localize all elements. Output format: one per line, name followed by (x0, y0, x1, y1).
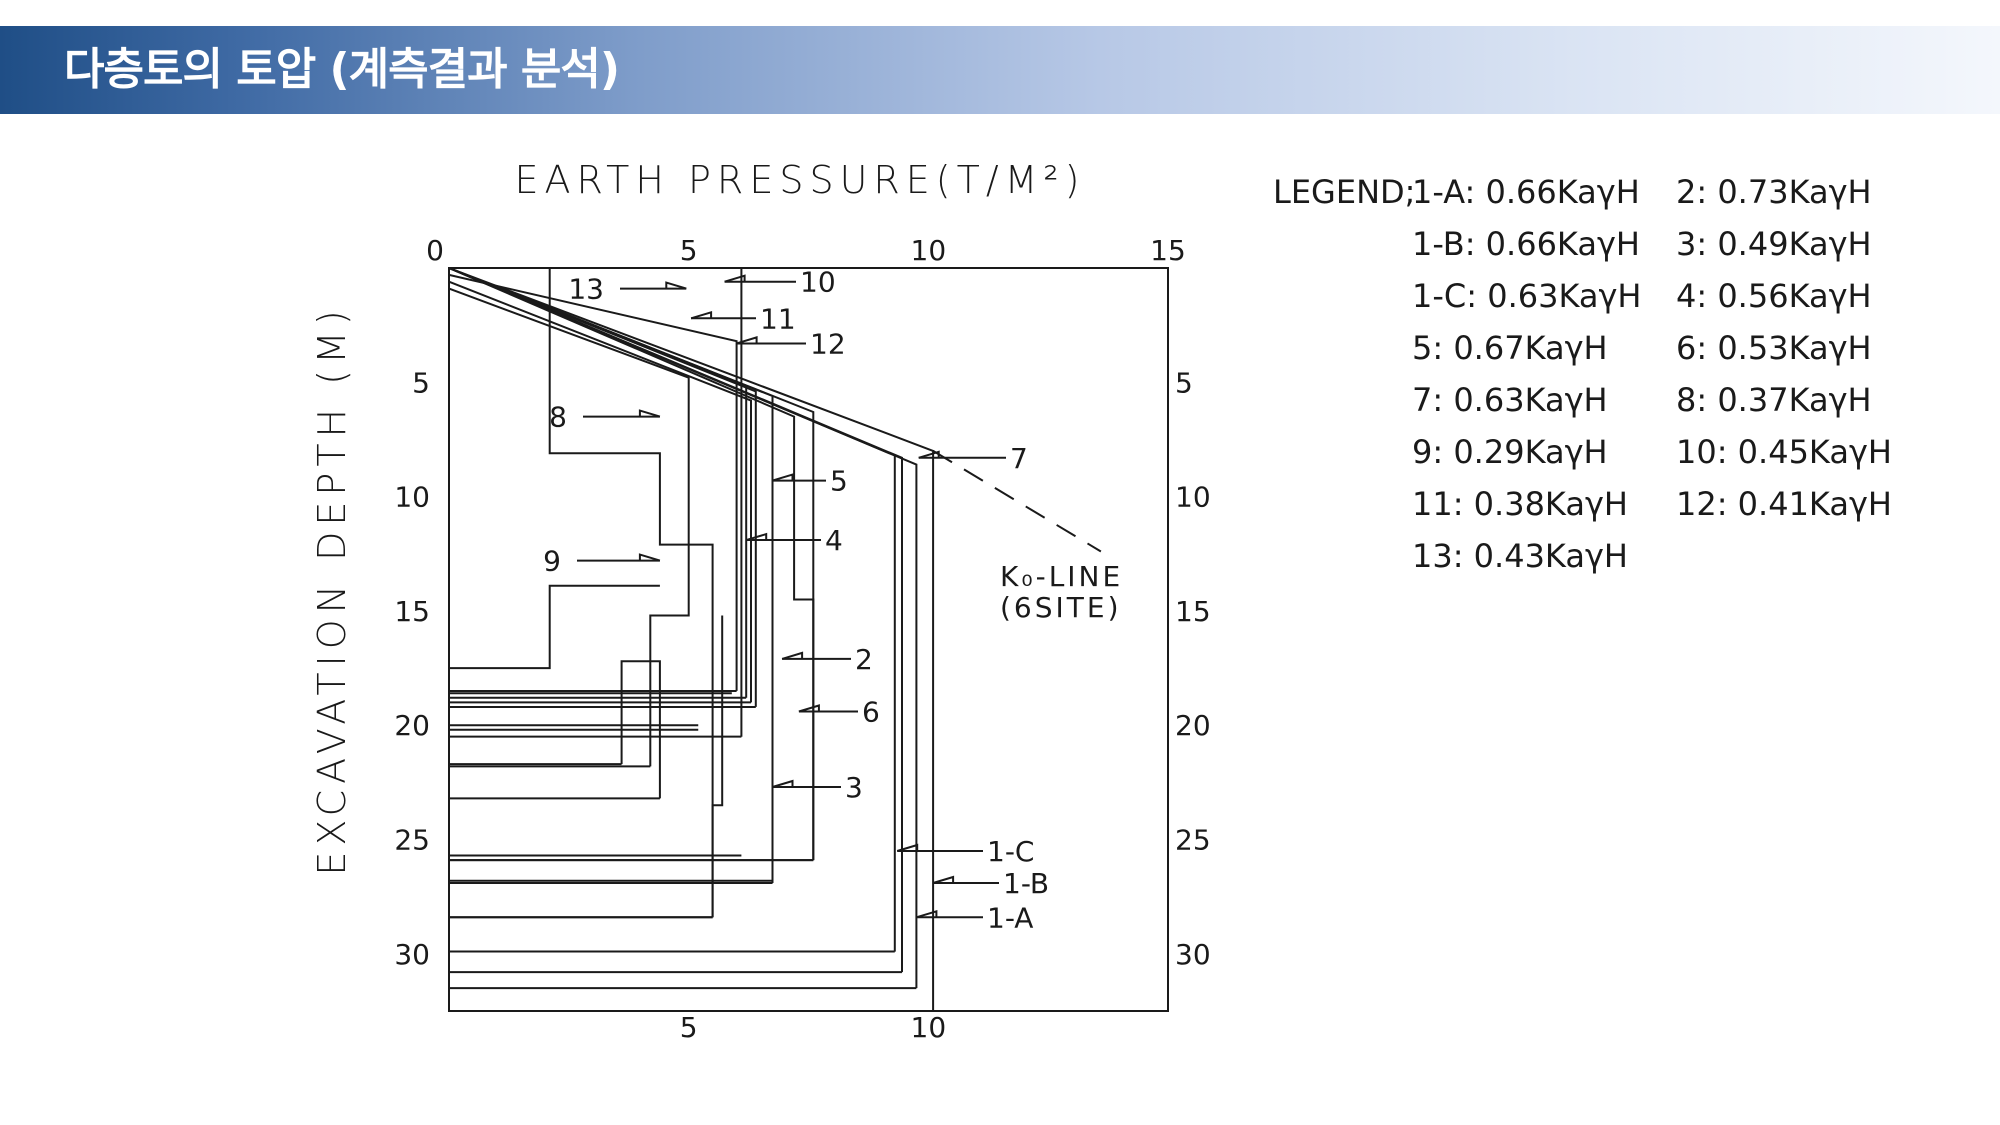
series-line-7 (448, 267, 935, 1011)
series-line-3 (448, 267, 774, 883)
leader-label-3: 3 (845, 771, 863, 804)
y-tick-label-left: 20 (394, 709, 430, 742)
series-line-2 (448, 267, 815, 861)
series-line-1-C (448, 267, 896, 952)
legend-item-7: 7: 0.63KaγH (1412, 381, 1608, 419)
legend-item-10: 10: 0.45KaγH (1676, 433, 1892, 471)
leader-arrow-3 (772, 779, 794, 788)
k0-line (932, 450, 1102, 553)
chart-title: EARTH PRESSURE(T/M²) (515, 158, 1086, 202)
legend-item-1-C: 1-C: 0.63KaγH (1412, 277, 1641, 315)
plot-frame (448, 267, 1169, 1012)
leader-arrow-13 (665, 281, 687, 290)
y-tick-label-left: 25 (394, 824, 430, 857)
leader-label-2: 2 (855, 643, 873, 676)
leader-label-7: 7 (1010, 442, 1028, 475)
leader-label-1-B: 1-B (1003, 867, 1049, 900)
leader-label-10: 10 (800, 266, 836, 299)
bottom-tick-label: 10 (911, 1011, 947, 1044)
legend-item-2: 2: 0.73KaγH (1676, 173, 1872, 211)
y-tick-label-left: 30 (394, 938, 430, 971)
leader-arrow-9 (638, 553, 661, 562)
leader-arrow-1-B (932, 875, 955, 884)
title-bar: 다층토의 토압 (계측결과 분석) (0, 26, 2000, 114)
series-line-13 (448, 287, 690, 767)
y-tick-label-right: 5 (1175, 366, 1193, 399)
legend-item-8: 8: 0.37KaγH (1676, 381, 1872, 419)
legend-item-1-A: 1-A: 0.66KaγH (1412, 173, 1640, 211)
bottom-tick-label: 5 (680, 1011, 698, 1044)
leader-arrow-4 (745, 532, 768, 542)
y-tick-label-right: 10 (1175, 481, 1211, 514)
y-tick-label-left: 5 (412, 366, 430, 399)
leader-label-4: 4 (825, 524, 843, 557)
leader-arrow-8 (638, 409, 661, 418)
leader-label-6: 6 (862, 696, 880, 729)
series-line-10 (449, 267, 743, 737)
leader-label-13: 13 (568, 273, 604, 306)
legend-item-5: 5: 0.67KaγH (1412, 329, 1608, 367)
y-tick-label-right: 30 (1175, 938, 1211, 971)
leader-label-1-C: 1-C (987, 835, 1034, 868)
legend-item-12: 12: 0.41KaγH (1676, 485, 1892, 523)
top-tick-label: 10 (911, 234, 947, 267)
leader-arrow-1-A (916, 909, 938, 919)
top-tick-label: 0 (426, 234, 444, 267)
y-axis-label: EXCAVATION DEPTH (M) (310, 304, 354, 875)
legend-header: LEGEND; (1273, 173, 1415, 211)
leader-label-8: 8 (549, 401, 567, 434)
legend-item-3: 3: 0.49KaγH (1676, 225, 1872, 263)
legend-item-9: 9: 0.29KaγH (1412, 433, 1608, 471)
leader-arrow-5 (772, 473, 794, 482)
series-line-9 (449, 584, 660, 670)
leader-arrow-10 (724, 274, 746, 283)
k0-label-site: (6SITE) (1000, 591, 1122, 624)
series-step-extra (620, 660, 661, 799)
leader-arrow-6 (798, 704, 820, 713)
y-tick-label-left: 15 (394, 595, 430, 628)
leader-label-11: 11 (760, 302, 796, 335)
y-tick-label-right: 20 (1175, 709, 1211, 742)
leader-arrow-7 (918, 450, 940, 459)
legend-item-1-B: 1-B: 0.66KaγH (1412, 225, 1640, 263)
leader-arrow-12 (736, 336, 758, 345)
top-tick-label: 15 (1150, 234, 1186, 267)
y-tick-label-right: 25 (1175, 824, 1211, 857)
leader-label-5: 5 (830, 465, 848, 498)
legend-item-13: 13: 0.43KaγH (1412, 537, 1628, 575)
page-title: 다층토의 토압 (계측결과 분석) (64, 44, 620, 95)
leader-arrow-1-C (896, 843, 919, 852)
y-tick-label-left: 10 (394, 481, 430, 514)
leader-label-1-A: 1-A (987, 901, 1033, 934)
k0-label: K₀-LINE (1000, 560, 1123, 593)
series-line-8 (548, 268, 714, 918)
leader-arrow-11 (690, 310, 713, 320)
leader-arrow-2 (781, 651, 804, 660)
leader-label-9: 9 (543, 545, 561, 578)
series-line-4 (448, 267, 748, 698)
legend-item-11: 11: 0.38KaγH (1412, 485, 1628, 523)
top-tick-label: 5 (680, 234, 698, 267)
series-step-extra (711, 615, 724, 918)
legend-item-4: 4: 0.56KaγH (1676, 277, 1872, 315)
leader-label-12: 12 (810, 327, 846, 360)
y-tick-label-right: 15 (1175, 595, 1211, 628)
legend-item-6: 6: 0.53KaγH (1676, 329, 1872, 367)
series-line-12 (448, 273, 738, 691)
